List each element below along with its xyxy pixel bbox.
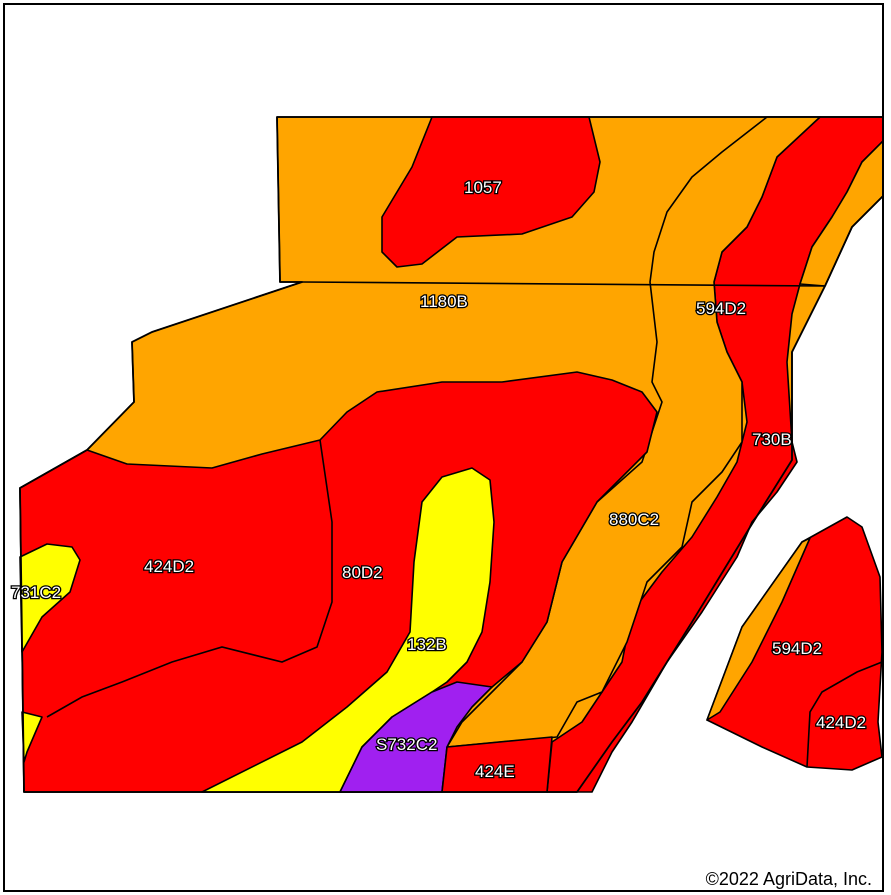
- map-unit-1057[interactable]: [381, 116, 601, 268]
- soil-map: 1057 1180B 594D2 730B 880C2 424D2 731C2 …: [10, 116, 882, 793]
- label-731c2: 731C2: [11, 583, 61, 602]
- main-field-outline: [19, 116, 882, 793]
- label-80d2: 80D2: [342, 563, 383, 582]
- map-boundary-east-424d2: [806, 661, 882, 768]
- label-880c2: 880C2: [609, 510, 659, 529]
- label-594d2-east: 594D2: [772, 639, 822, 658]
- label-424e: 424E: [475, 762, 515, 781]
- map-boundary-424d2-80d2: [46, 439, 333, 718]
- label-1057: 1057: [464, 178, 502, 197]
- label-1180b: 1180B: [420, 292, 468, 311]
- label-s732c2: S732C2: [376, 735, 437, 754]
- label-730b: 730B: [752, 430, 792, 449]
- map-unit-east-orange-sliver: [706, 537, 811, 721]
- label-132b: 132B: [407, 635, 447, 654]
- map-unit-731c2[interactable]: [19, 543, 81, 653]
- label-424d2-east: 424D2: [816, 713, 866, 732]
- label-424d2-west: 424D2: [144, 557, 194, 576]
- field-boundary-line: [301, 281, 826, 287]
- label-594d2-north: 594D2: [696, 299, 746, 318]
- copyright-notice: ©2022 AgriData, Inc.: [705, 869, 872, 889]
- map-frame: 1057 1180B 594D2 730B 880C2 424D2 731C2 …: [3, 3, 884, 892]
